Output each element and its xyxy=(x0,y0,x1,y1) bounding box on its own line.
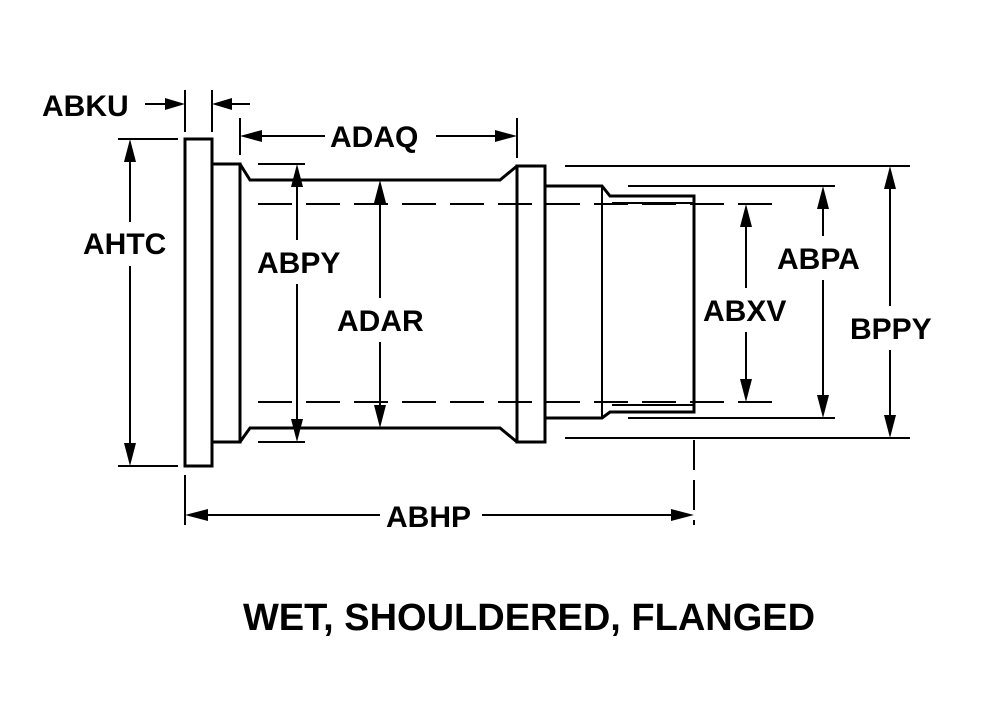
arrow-abku-right xyxy=(212,98,232,110)
arrow-abku-left xyxy=(165,98,185,110)
main-body xyxy=(238,163,518,444)
arrow-adar-bottom xyxy=(374,405,386,428)
flange-neck xyxy=(212,162,242,444)
label-abxv: ABXV xyxy=(703,295,786,328)
flange xyxy=(183,137,214,468)
arrow-abxv-top xyxy=(740,204,752,227)
dimension-lines xyxy=(124,98,896,521)
label-adaq: ADAQ xyxy=(330,121,418,154)
label-abpy: ABPY xyxy=(257,247,340,280)
label-abku: ABKU xyxy=(42,90,129,123)
arrow-bppy-bottom xyxy=(884,415,896,438)
label-adar: ADAR xyxy=(337,305,424,338)
arrow-ahtc-bottom xyxy=(124,443,136,466)
label-abhp: ABHP xyxy=(386,501,471,534)
arrow-abhp-right xyxy=(671,509,694,521)
dimension-labels: ABKU ADAQ AHTC ABPY ADAR ABXV ABPA BPPY … xyxy=(42,90,932,534)
arrow-adar-top xyxy=(374,180,386,203)
label-ahtc: AHTC xyxy=(83,228,166,261)
arrow-bppy-top xyxy=(884,166,896,189)
arrow-abhp-left xyxy=(185,509,208,521)
arrow-abpy-bottom xyxy=(291,419,303,442)
extension-lines xyxy=(118,90,910,525)
shoulder-ring xyxy=(515,164,547,444)
label-abpa: ABPA xyxy=(777,243,860,276)
part-outline xyxy=(183,137,696,468)
diagram-caption: WET, SHOULDERED, FLANGED xyxy=(243,597,815,639)
arrow-abpy-top xyxy=(291,164,303,187)
arrow-abxv-bottom xyxy=(740,379,752,402)
arrow-adaq-left xyxy=(240,130,262,142)
arrow-ahtc-top xyxy=(124,139,136,162)
spigot xyxy=(545,184,696,420)
arrow-abpa-bottom xyxy=(817,395,829,418)
hidden-bore-lines xyxy=(258,203,775,403)
label-bppy: BPPY xyxy=(850,313,932,346)
arrow-adaq-right xyxy=(495,130,517,142)
arrow-abpa-top xyxy=(817,186,829,209)
